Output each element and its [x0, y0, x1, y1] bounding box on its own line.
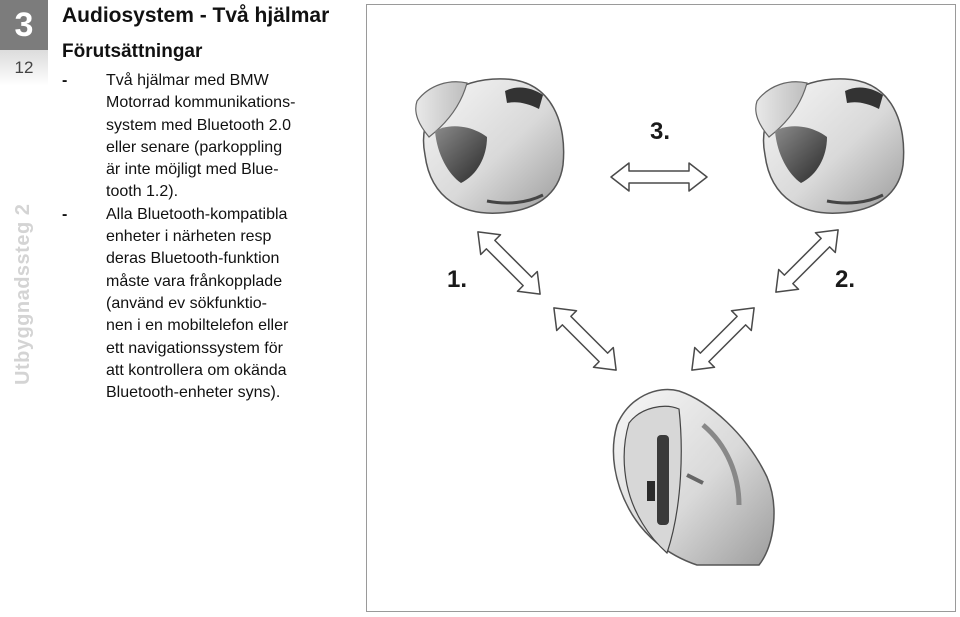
side-label: Utbyggnadssteg 2: [12, 203, 34, 385]
line: nen i en mobiltelefon eller: [106, 317, 289, 335]
page-number: 12: [0, 50, 48, 86]
double-arrow-icon: [691, 307, 755, 371]
line: Alla Bluetooth-kompatibla: [106, 205, 288, 223]
line: är inte möjligt med Blue-: [106, 161, 279, 179]
list-item: - Alla Bluetooth-kompatibla enheter i nä…: [62, 204, 352, 405]
chapter-number: 3: [0, 0, 48, 50]
bullet-dash: -: [62, 205, 68, 223]
motorcycle-unit: [612, 388, 775, 566]
bullet-dash: -: [62, 72, 68, 89]
line: Bluetooth-enheter syns).: [106, 384, 281, 402]
list-item: - Två hjälmar med BMW Motorrad kommunika…: [62, 70, 352, 204]
helmet-right: [755, 78, 905, 214]
line: deras Bluetooth-funktion: [106, 250, 280, 268]
line: måste vara frånkopplade: [106, 272, 283, 290]
line: Två hjälmar med BMW: [106, 72, 269, 89]
pairing-figure: 3. 1. 2.: [366, 4, 956, 612]
line: ett navigationssystem för: [106, 339, 283, 357]
line: Motorrad kommunikations-: [106, 94, 296, 112]
text-column: Audiosystem - Två hjälmar Förutsättninga…: [62, 2, 352, 404]
helmet-left: [415, 78, 565, 214]
line: att kontrollera om okända: [106, 361, 287, 379]
line: enheter i närheten resp: [106, 228, 272, 246]
double-arrow-icon: [610, 162, 708, 192]
double-arrow-icon: [477, 231, 541, 295]
line: (använd ev sökfunktio-: [106, 294, 267, 312]
line: system med Bluetooth 2.0: [106, 116, 291, 134]
line: tooth 1.2).: [106, 183, 179, 201]
line: eller senare (parkoppling: [106, 138, 283, 156]
double-arrow-icon: [775, 229, 839, 293]
label-2: 2.: [835, 266, 855, 293]
double-arrow-icon: [553, 307, 617, 371]
label-3: 3.: [650, 118, 670, 145]
pairing-diagram: 3. 1. 2.: [415, 78, 905, 566]
label-1: 1.: [447, 266, 467, 293]
arrows: [477, 162, 839, 371]
requirements-list: - Två hjälmar med BMW Motorrad kommunika…: [62, 70, 352, 404]
section-subtitle: Förutsättningar: [62, 41, 203, 62]
section-title: Audiosystem - Två hjälmar: [62, 4, 330, 27]
